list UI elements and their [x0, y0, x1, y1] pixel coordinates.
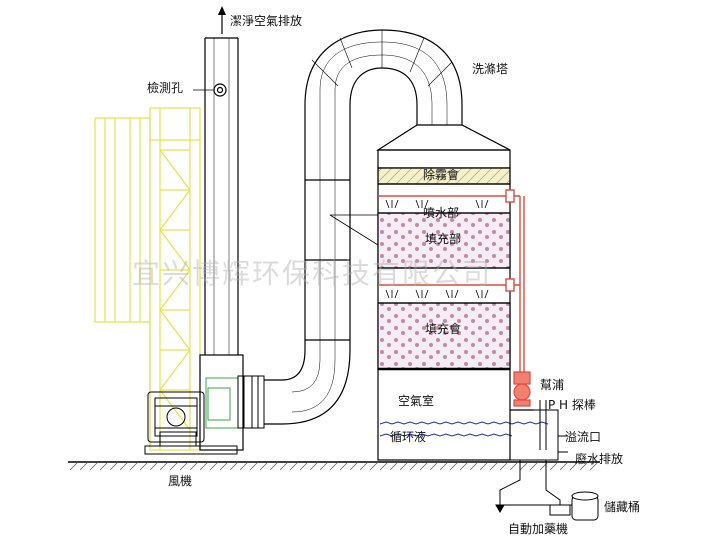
tower-label: 洗滌塔 — [472, 62, 509, 76]
spray-nozzles — [385, 199, 489, 299]
air-chamber-label: 空氣室 — [398, 394, 435, 408]
ph-probe-label: P H 探棒 — [548, 398, 596, 412]
ground — [68, 461, 600, 470]
spray-label: 噴水部 — [423, 206, 460, 220]
fan-label: 風機 — [168, 474, 193, 488]
demister-label: 除霧會 — [423, 168, 460, 182]
scrubber-tower — [329, 124, 511, 461]
ph-probe-tank — [509, 400, 568, 461]
dosing-machine-label: 自動加藥機 — [508, 522, 569, 536]
storage-tank — [571, 491, 599, 521]
exhaust-label: 潔淨空氣排放 — [230, 14, 303, 28]
support-structure — [94, 107, 239, 451]
storage-tank-label: 儲藏桶 — [604, 500, 641, 514]
recirculation-piping — [378, 189, 525, 372]
pump — [510, 371, 534, 411]
watermark: 宜兴博辉环保科技有限公司 — [132, 257, 493, 290]
pump-label: 幫浦 — [540, 378, 565, 392]
exhaust-stack — [199, 37, 244, 451]
sampling-port-label: 檢測孔 — [147, 81, 184, 95]
overflow-label: 溢流口 — [565, 430, 602, 444]
drain-label: 廢水排放 — [575, 452, 624, 466]
fan — [144, 375, 265, 455]
packing-upper-label: 填充部 — [425, 232, 462, 246]
circulating-liquid — [379, 421, 549, 437]
circulating-liquid-label: 循环液 — [390, 430, 427, 444]
exhaust-arrow — [218, 6, 226, 34]
packing-lower-label: 填充會 — [425, 322, 462, 336]
